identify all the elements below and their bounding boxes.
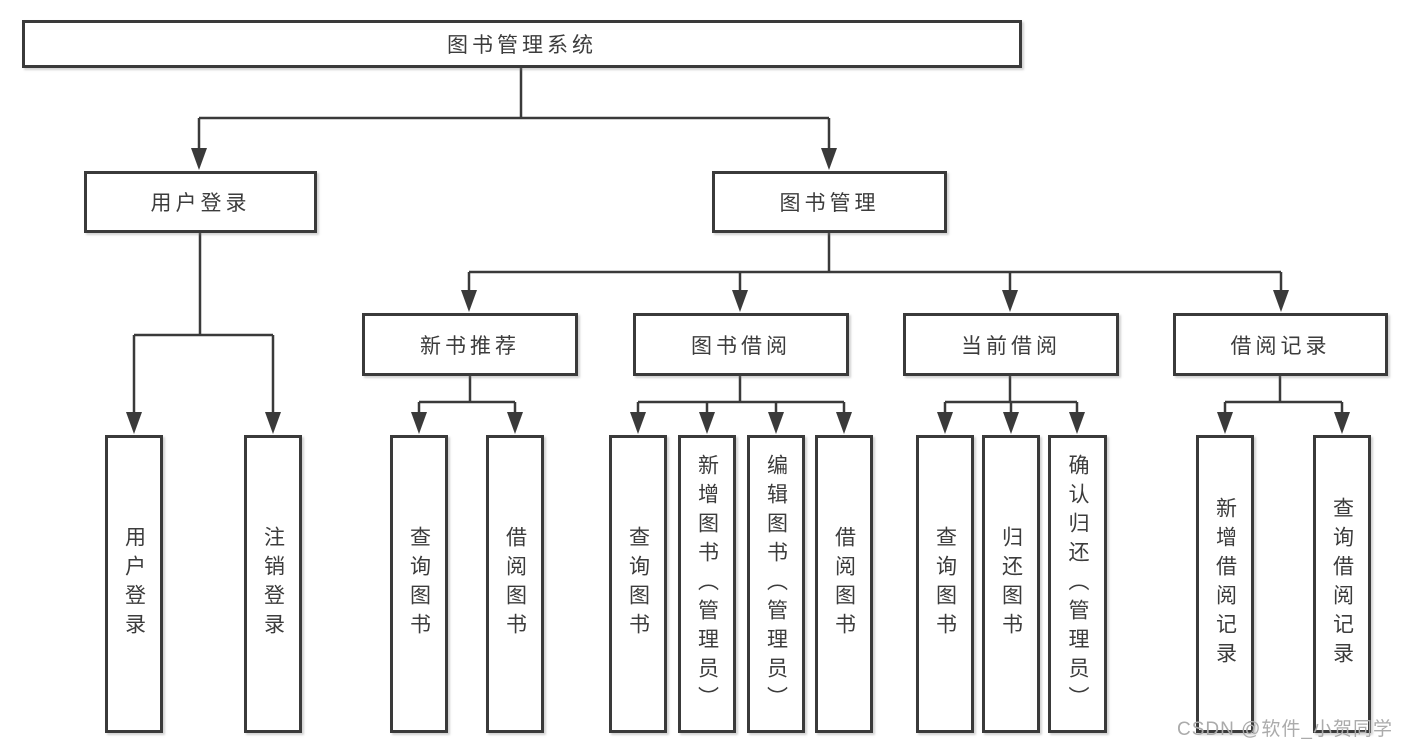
node-current-borrow: 当前借阅	[903, 313, 1119, 376]
arrowheads-level2	[191, 148, 837, 170]
node-label: 注销登录	[261, 526, 285, 642]
node-label: 归还图书	[999, 526, 1023, 642]
node-label: 借阅记录	[1230, 334, 1331, 358]
arrowheads-borrow-records	[1217, 412, 1350, 434]
node-label: 借阅图书	[503, 526, 527, 642]
connector-book-borrow-children	[636, 376, 846, 414]
arrowheads-current-borrow	[937, 412, 1085, 434]
arrowheads-level3	[461, 290, 1289, 312]
node-label: 查询图书	[407, 526, 431, 642]
arrowheads-new-book-recommend	[411, 412, 523, 434]
leaf-bb-edit-books-admin: 编辑图书（管理员）	[747, 435, 805, 733]
arrowheads-book-borrow	[630, 412, 852, 434]
node-label: 图书借阅	[691, 334, 791, 358]
node-book-management: 图书管理	[712, 171, 947, 233]
connector-borrow-records-children	[1223, 376, 1344, 414]
leaf-logout-login: 注销登录	[244, 435, 302, 733]
leaf-cb-confirm-return-admin: 确认归还（管理员）	[1048, 435, 1107, 733]
connector-book-management-to-level3	[467, 233, 1283, 292]
csdn-watermark: CSDN @软件_小贺同学	[1177, 719, 1393, 740]
node-label: 借阅图书	[832, 526, 856, 642]
connector-new-book-recommend-children	[417, 376, 517, 414]
leaf-cb-query-books: 查询图书	[916, 435, 974, 733]
node-label: 图书管理系统	[447, 34, 597, 57]
leaf-user-login: 用户登录	[105, 435, 163, 733]
node-label: 当前借阅	[961, 334, 1061, 358]
node-label: 编辑图书（管理员）	[764, 453, 788, 715]
leaf-bb-query-books: 查询图书	[609, 435, 667, 733]
node-root-library-management-system: 图书管理系统	[22, 20, 1022, 68]
node-label: 用户登录	[122, 526, 146, 642]
node-book-borrow: 图书借阅	[633, 313, 849, 376]
arrowheads-user-login-children	[126, 412, 281, 434]
leaf-bb-add-books-admin: 新增图书（管理员）	[678, 435, 736, 733]
node-label: 用户登录	[150, 192, 251, 215]
node-label: 查询图书	[626, 526, 650, 642]
leaf-nbr-borrow-books: 借阅图书	[486, 435, 544, 733]
node-label: 新书推荐	[420, 334, 520, 358]
node-user-login: 用户登录	[84, 171, 317, 233]
node-new-book-recommend: 新书推荐	[362, 313, 578, 376]
node-label: 查询借阅记录	[1330, 497, 1354, 671]
node-label: 查询图书	[933, 526, 957, 642]
leaf-br-add-record: 新增借阅记录	[1196, 435, 1254, 733]
leaf-nbr-query-books: 查询图书	[390, 435, 448, 733]
node-label: 图书管理	[779, 192, 880, 215]
node-borrow-records: 借阅记录	[1173, 313, 1388, 376]
node-label: 确认归还（管理员）	[1066, 453, 1089, 715]
leaf-br-query-record: 查询借阅记录	[1313, 435, 1371, 733]
connector-user-login-children	[132, 233, 275, 414]
connector-current-borrow-children	[943, 376, 1079, 414]
leaf-bb-borrow-books: 借阅图书	[815, 435, 873, 733]
node-label: 新增图书（管理员）	[695, 453, 719, 715]
node-label: 新增借阅记录	[1213, 497, 1237, 671]
connector-root-to-level2	[197, 68, 831, 150]
leaf-cb-return-books: 归还图书	[982, 435, 1040, 733]
